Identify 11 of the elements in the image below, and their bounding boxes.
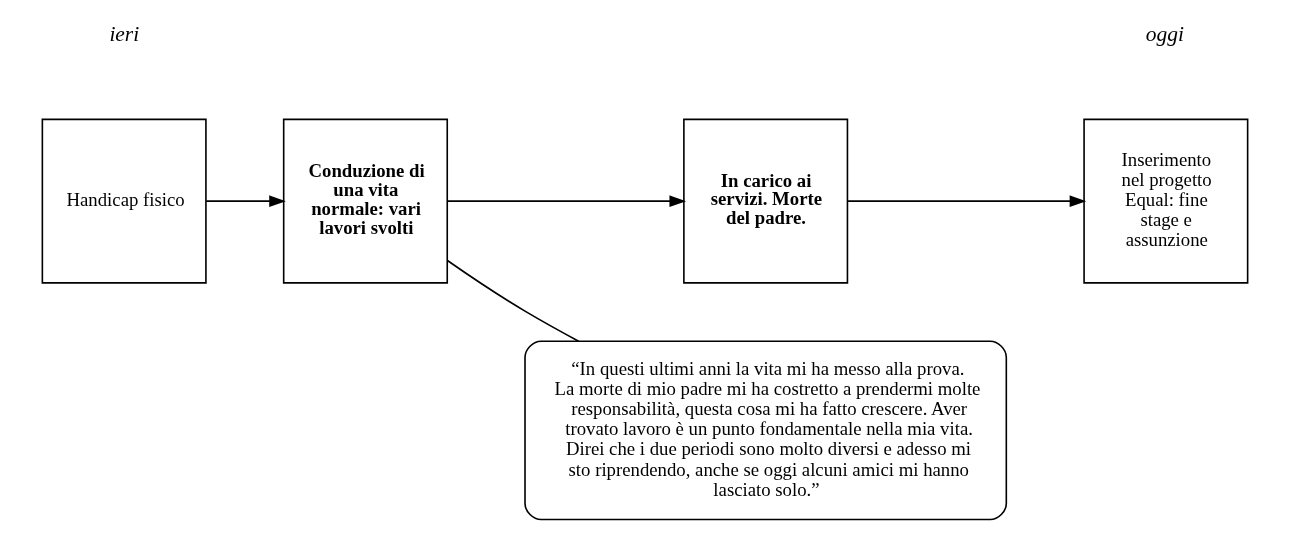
- node-box: Inserimento nel progetto Equal: fine stage e assunzione: [1082, 118, 1248, 284]
- arrow: [204, 195, 286, 207]
- connector: [446, 259, 579, 342]
- node-box: “In questi ultimi anni la vita mi ha messo alla prova. La morte di mio padre mi ha costretto a prendermi molte responsabilità, questa cosa mi ha fatto crescere. Aver trovato lavoro è un punto fondamentale nella mia vita. Direi che i due periodi sono molto diversi e adesso mi sto riprendendo, anche se oggi alcuni amici mi hanno lasciato solo.”: [523, 340, 1007, 521]
- node-box: Conduzione di una vita normale: vari lavori svolti: [282, 118, 448, 284]
- node-box: In carico ai servizi. Morte del padre.: [682, 118, 848, 284]
- label: oggi: [1145, 22, 1184, 47]
- arrow: [445, 195, 686, 207]
- node-box: Handicap fisico: [41, 118, 207, 284]
- arrow: [846, 195, 1086, 207]
- label: ieri: [108, 22, 139, 47]
